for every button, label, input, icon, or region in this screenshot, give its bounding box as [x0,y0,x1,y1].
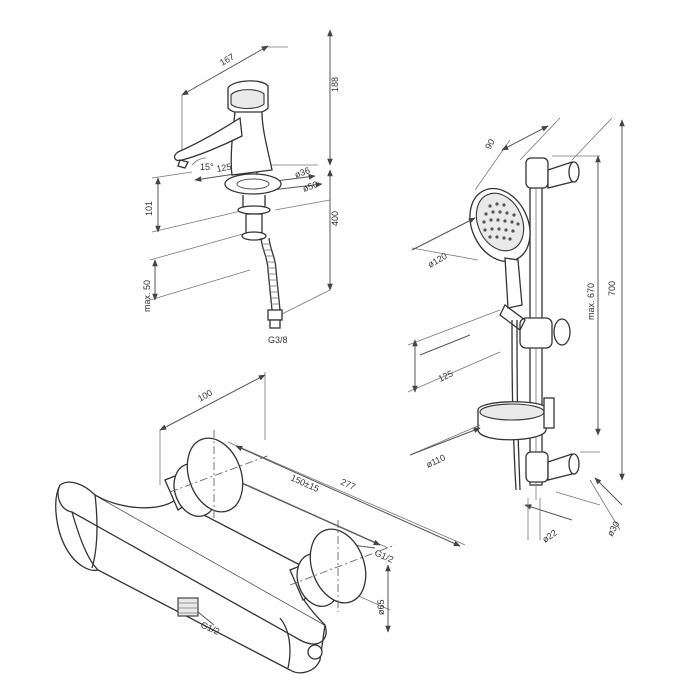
faucet-dim-thread: G3/8 [268,335,288,345]
thermostat-dim-100: 100 [196,388,214,404]
faucet-dim-reach: 125 [216,162,233,174]
shower-dim-90: 90 [483,137,497,151]
faucet-dim-400: 400 [330,211,340,226]
shower-dim-d22: ø22 [540,528,558,545]
shower-set-drawing: 90 ø120 max. 670 700 125 ø110 ø22 ø30 [407,117,625,545]
faucet-dim-angle: 15° [200,162,214,172]
shower-dim-d30: ø30 [605,520,621,538]
faucet-dim-max50: max. 50 [142,280,152,312]
shower-dim-d120: ø120 [426,251,449,270]
thermostat-drawing: 100 277 150±15 G1/2 ø65 [55,372,466,674]
faucet-dim-101: 101 [144,201,154,216]
thermostat-dim-g12-bottom: G1/2 [199,620,221,637]
thermostat-dim-d65: ø65 [376,599,386,615]
shower-dim-max670: max. 670 [586,283,596,320]
shower-dim-d110: ø110 [425,452,447,469]
thermostat-dim-g12-right: G1/2 [373,548,395,565]
shower-dim-125: 125 [437,368,455,383]
thermostat-dim-150: 150±15 [289,473,320,494]
faucet-drawing: 167 188 400 101 max. 50 125 15° ø36 ø50 [142,29,340,345]
faucet-dim-height: 188 [330,77,340,92]
thermostat-dim-277: 277 [339,477,357,492]
faucet-dim-d36: ø36 [293,165,311,180]
faucet-dim-d50: ø50 [301,179,319,194]
shower-dim-700: 700 [607,281,617,296]
